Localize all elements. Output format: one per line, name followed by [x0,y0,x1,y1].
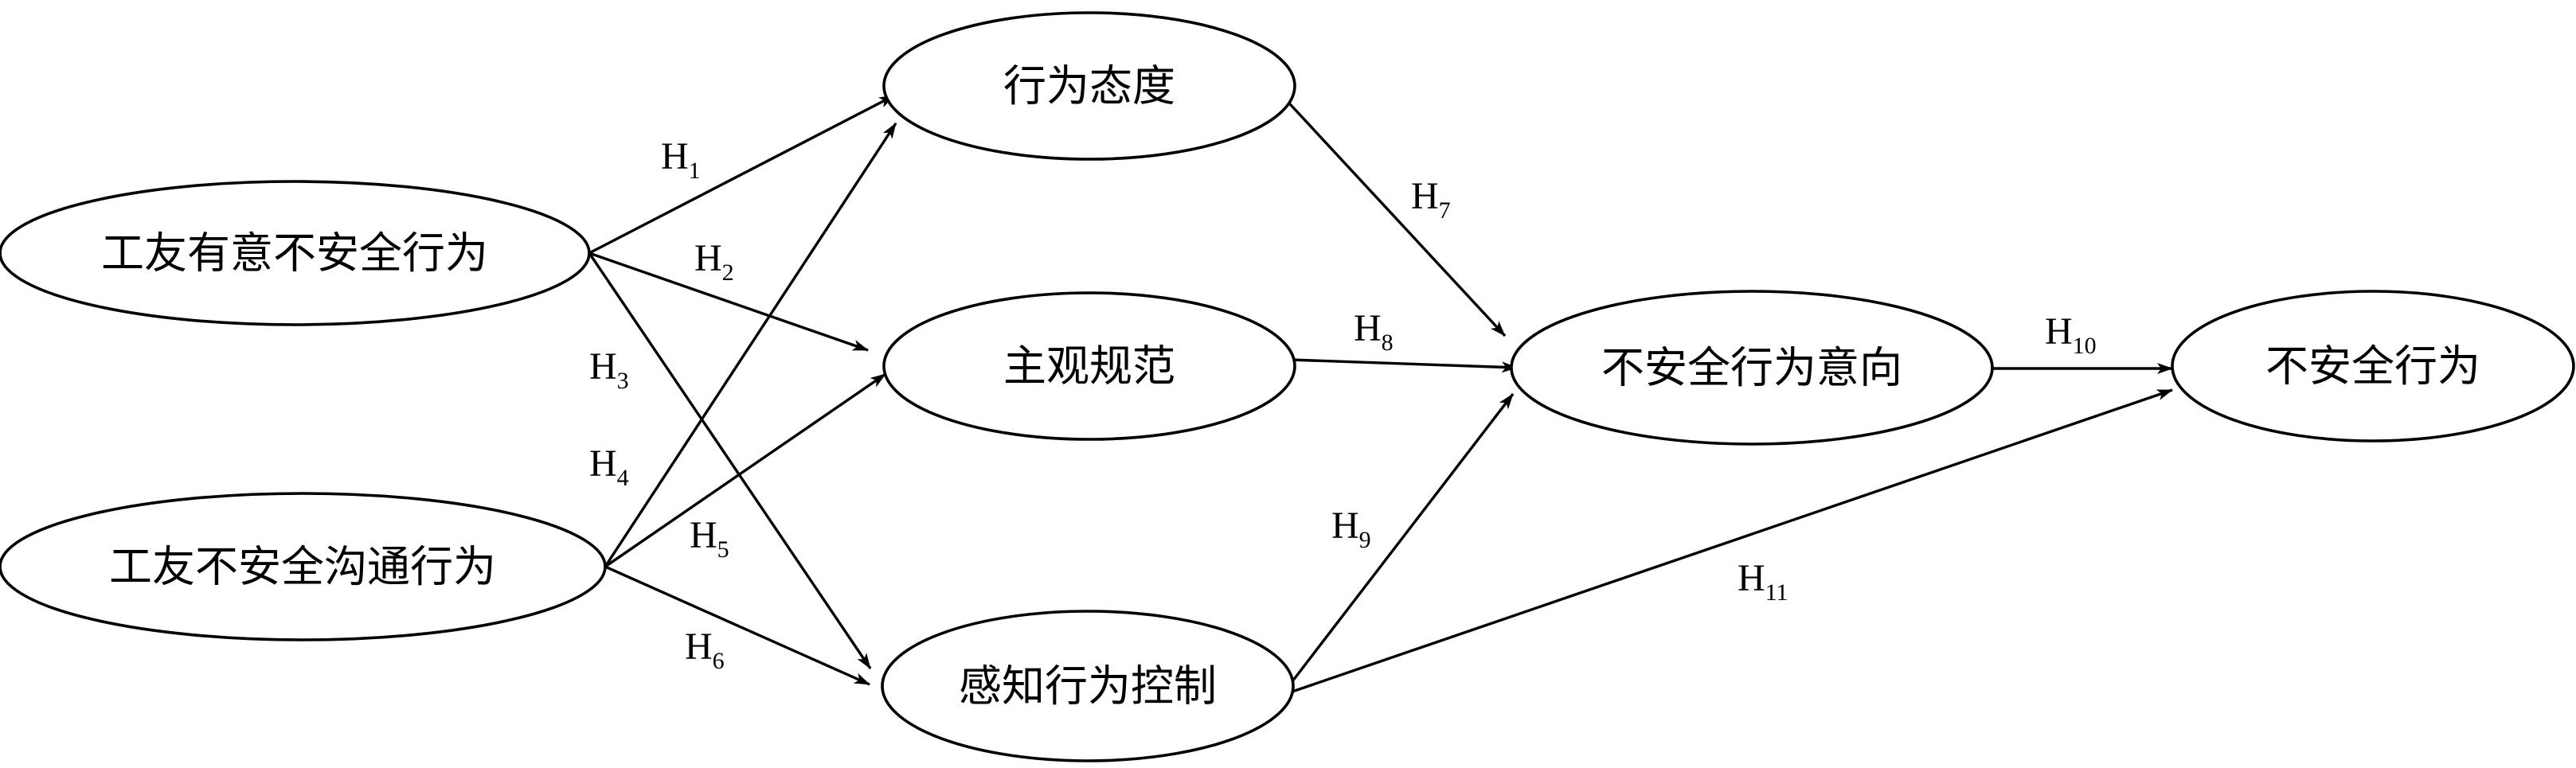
hypothesis-label-h2: H2 [694,237,734,286]
node-label: 工友有意不安全行为 [101,228,488,279]
node-perceived-behavioral-control: 感知行为控制 [881,610,1295,762]
node-label: 不安全行为 [2265,341,2480,392]
hypothesis-label-h7: H7 [1411,175,1451,224]
node-coworker-intentional-unsafe-behavior: 工友有意不安全行为 [0,180,591,326]
hypothesis-label-h6: H6 [685,626,725,674]
hypothesis-label-h1: H1 [661,135,701,184]
edge-h7 [1280,94,1507,337]
node-label: 不安全行为意向 [1601,343,1902,393]
hypothesis-label-h9: H9 [1331,505,1371,553]
node-label: 主观规范 [1003,341,1175,392]
edge-h9 [1288,392,1515,686]
hypothesis-label-h8: H8 [1354,307,1394,356]
node-unsafe-behavior-intention: 不安全行为意向 [1510,290,1994,446]
edge-h11 [1289,388,2173,694]
node-label: 行为态度 [1003,61,1175,111]
edge-h8 [1289,358,1518,373]
hypothesis-label-h11: H11 [1738,557,1788,606]
hypothesis-label-h3: H3 [589,345,629,394]
edge-h4 [604,123,897,567]
node-unsafe-behavior: 不安全行为 [2171,290,2575,442]
node-behavioral-attitude: 行为态度 [882,11,1296,161]
edge-h6 [604,565,870,686]
hypothesis-label-h4: H4 [589,442,629,491]
hypothesis-label-h10: H10 [2045,310,2097,359]
node-subjective-norm: 主观规范 [882,291,1296,441]
node-coworker-unsafe-communication: 工友不安全沟通行为 [0,492,607,641]
edge-h5 [604,372,886,568]
node-label: 工友不安全沟通行为 [109,542,496,592]
edge-h2 [588,251,869,352]
edge-h3 [588,252,872,669]
edge-h1 [588,94,895,255]
hypothesis-label-h5: H5 [690,514,729,563]
node-label: 感知行为控制 [959,661,1217,711]
